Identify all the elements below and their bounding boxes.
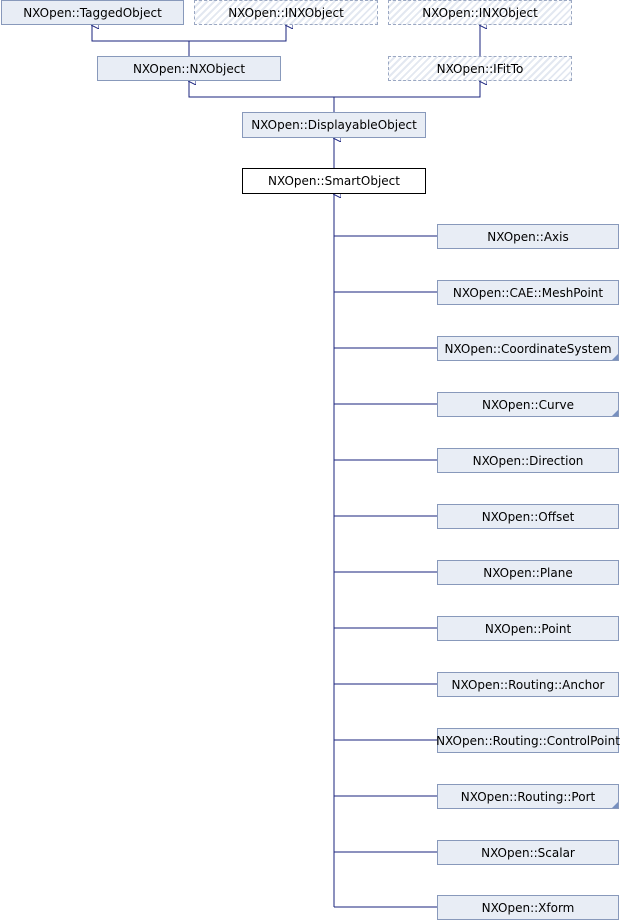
edge-displayable-ifitto	[334, 81, 480, 98]
node-inx-object-2[interactable]: NXOpen::INXObject	[388, 0, 572, 25]
node-label: NXOpen::CoordinateSystem	[444, 341, 612, 356]
node-label: NXOpen::Curve	[482, 397, 574, 412]
node-label: NXOpen::Routing::Port	[460, 789, 596, 804]
node-plane[interactable]: NXOpen::Plane	[437, 560, 619, 585]
node-inx-object-1[interactable]: NXOpen::INXObject	[194, 0, 378, 25]
node-curve[interactable]: NXOpen::Curve	[437, 392, 619, 417]
node-nx-object[interactable]: NXOpen::NXObject	[97, 56, 281, 81]
node-offset[interactable]: NXOpen::Offset	[437, 504, 619, 529]
node-routing-control-point[interactable]: NXOpen::Routing::ControlPoint	[436, 728, 620, 753]
node-label: NXOpen::SmartObject	[268, 174, 400, 188]
node-ifit-to[interactable]: NXOpen::IFitTo	[388, 56, 572, 81]
node-label: NXOpen::Scalar	[481, 845, 575, 860]
more-subclasses-corner-icon	[612, 410, 618, 416]
node-label: NXOpen::Plane	[483, 565, 573, 580]
node-label: NXOpen::Axis	[487, 229, 569, 244]
node-scalar[interactable]: NXOpen::Scalar	[437, 840, 619, 865]
node-label: NXOpen::DisplayableObject	[251, 118, 417, 132]
node-cae-mesh-point[interactable]: NXOpen::CAE::MeshPoint	[437, 280, 619, 305]
node-label: NXOpen::Routing::ControlPoint	[436, 733, 620, 748]
node-label: NXOpen::CAE::MeshPoint	[452, 285, 604, 300]
node-axis[interactable]: NXOpen::Axis	[437, 224, 619, 249]
node-tagged-object[interactable]: NXOpen::TaggedObject	[1, 0, 184, 25]
node-label: NXOpen::Point	[484, 621, 572, 636]
node-coordinate-system[interactable]: NXOpen::CoordinateSystem	[437, 336, 619, 361]
node-label: NXOpen::Direction	[472, 453, 584, 468]
node-xform[interactable]: NXOpen::Xform	[437, 895, 619, 920]
node-label: NXOpen::Offset	[481, 509, 575, 524]
node-label: NXOpen::Routing::Anchor	[451, 677, 605, 692]
node-direction[interactable]: NXOpen::Direction	[437, 448, 619, 473]
edge-displayable-nxobject	[189, 81, 335, 112]
node-routing-port[interactable]: NXOpen::Routing::Port	[437, 784, 619, 809]
node-label: NXOpen::INXObject	[422, 5, 538, 20]
edge-nxobject-inxobject	[189, 25, 286, 42]
node-point[interactable]: NXOpen::Point	[437, 616, 619, 641]
node-label: NXOpen::INXObject	[228, 5, 344, 20]
node-displayable-object[interactable]: NXOpen::DisplayableObject	[242, 112, 426, 138]
node-label: NXOpen::TaggedObject	[23, 5, 162, 20]
more-subclasses-corner-icon	[612, 802, 618, 808]
node-routing-anchor[interactable]: NXOpen::Routing::Anchor	[437, 672, 619, 697]
more-subclasses-corner-icon	[612, 354, 618, 360]
node-smart-object: NXOpen::SmartObject	[242, 168, 426, 194]
node-label: NXOpen::Xform	[481, 900, 575, 915]
node-label: NXOpen::NXObject	[132, 61, 246, 76]
edge-nxobject-taggedobject	[92, 25, 190, 56]
node-label: NXOpen::IFitTo	[436, 61, 524, 76]
